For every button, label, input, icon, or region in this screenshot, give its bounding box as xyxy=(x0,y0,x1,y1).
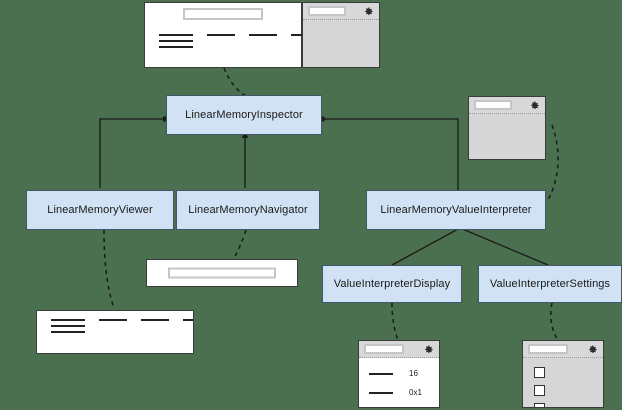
node-label: LinearMemoryValueInterpreter xyxy=(380,204,532,216)
node-label: LinearMemoryNavigator xyxy=(188,204,308,216)
value-row-text: 0x1 xyxy=(409,388,422,397)
memory-rule xyxy=(51,331,85,333)
memory-rule xyxy=(159,46,193,48)
inspector-mock-side-body xyxy=(303,20,379,67)
navigator-mock-address-input[interactable] xyxy=(168,267,276,279)
memory-rule xyxy=(51,325,85,327)
node-label: LinearMemoryViewer xyxy=(47,204,153,216)
interpreter-mock-body xyxy=(469,114,545,159)
display-mock-body: 16 0x1 xyxy=(359,358,439,407)
node-label: LinearMemoryInspector xyxy=(185,109,303,121)
interpreter-mock xyxy=(468,96,546,160)
settings-checkbox[interactable] xyxy=(534,385,545,396)
settings-mock-input[interactable] xyxy=(528,344,568,354)
node-linear-memory-value-interpreter[interactable]: LinearMemoryValueInterpreter xyxy=(366,190,546,230)
inspector-mock-side-panel xyxy=(302,2,380,68)
value-row-text: 16 xyxy=(409,369,418,378)
memory-rule xyxy=(51,319,85,321)
gear-icon[interactable] xyxy=(363,6,374,17)
memory-byte-dash xyxy=(183,319,193,321)
memory-byte-dash xyxy=(141,319,169,321)
gear-icon[interactable] xyxy=(587,344,598,355)
memory-rule xyxy=(159,34,193,36)
value-row: 16 xyxy=(369,369,429,378)
settings-mock-toolbar xyxy=(523,341,603,358)
inspector-mock xyxy=(144,2,380,68)
interpreter-mock-toolbar xyxy=(469,97,545,114)
inspector-mock-side-input[interactable] xyxy=(308,6,346,16)
node-label: ValueInterpreterDisplay xyxy=(333,278,451,290)
display-mock-input[interactable] xyxy=(364,344,404,354)
memory-rule-group xyxy=(159,34,193,48)
node-linear-memory-navigator[interactable]: LinearMemoryNavigator xyxy=(176,190,320,230)
settings-mock-body xyxy=(523,358,603,407)
memory-byte-dash xyxy=(207,34,235,36)
viewer-mock-body xyxy=(37,311,193,353)
memory-byte-group xyxy=(99,319,193,321)
value-row: 0x1 xyxy=(369,388,429,397)
settings-checkbox[interactable] xyxy=(534,403,545,407)
memory-rule-group xyxy=(51,319,85,333)
inspector-mock-body xyxy=(145,20,380,67)
node-value-interpreter-display[interactable]: ValueInterpreterDisplay xyxy=(322,265,462,303)
inspector-mock-address-input[interactable] xyxy=(183,7,263,20)
node-value-interpreter-settings[interactable]: ValueInterpreterSettings xyxy=(478,265,622,303)
memory-rule xyxy=(159,40,193,42)
inspector-mock-main xyxy=(144,2,380,68)
node-linear-memory-viewer[interactable]: LinearMemoryViewer xyxy=(26,190,174,230)
interpreter-mock-input[interactable] xyxy=(474,100,512,110)
inspector-mock-toolbar xyxy=(145,3,301,20)
display-mock: 16 0x1 xyxy=(358,340,440,408)
display-mock-toolbar xyxy=(359,341,439,358)
value-row-rule xyxy=(369,372,393,375)
settings-checkbox-group xyxy=(534,367,545,407)
value-row-rule xyxy=(369,391,393,394)
node-linear-memory-inspector[interactable]: LinearMemoryInspector xyxy=(166,95,322,135)
settings-checkbox[interactable] xyxy=(534,367,545,378)
settings-mock xyxy=(522,340,604,408)
viewer-mock xyxy=(36,310,194,354)
value-row-group: 16 0x1 xyxy=(369,369,429,397)
node-label: ValueInterpreterSettings xyxy=(489,278,611,290)
memory-byte-dash xyxy=(249,34,277,36)
memory-byte-dash xyxy=(99,319,127,321)
gear-icon[interactable] xyxy=(529,100,540,111)
inspector-mock-side-toolbar xyxy=(303,3,379,20)
gear-icon[interactable] xyxy=(423,344,434,355)
navigator-mock xyxy=(146,259,298,287)
